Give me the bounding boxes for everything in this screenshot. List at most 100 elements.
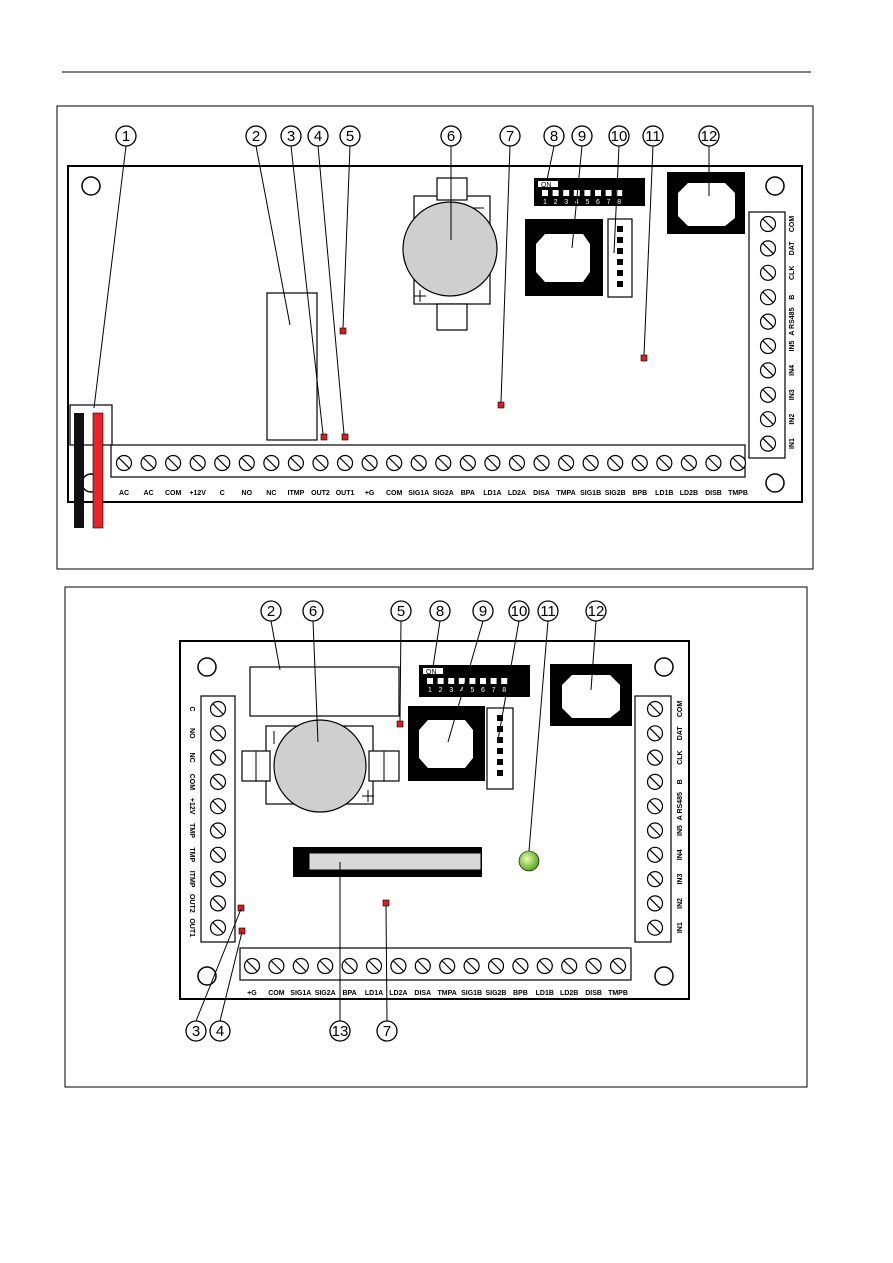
terminal-label: TMP [188,847,195,862]
callout-number: 7 [383,1023,391,1040]
screw-slot [388,457,400,469]
callout-number: 4 [314,128,322,145]
mounting-hole [765,473,785,493]
dip-toggle[interactable] [563,190,570,196]
screw-slot [762,438,774,450]
terminal-label: SIG1B [580,490,601,497]
dip-toggle[interactable] [458,678,465,684]
leader-line [290,145,324,435]
dip-toggle[interactable] [616,190,623,196]
screw-slot [265,457,277,469]
terminal-label: TMPA [556,490,575,497]
led-4 [341,433,349,441]
screw-slot [216,457,228,469]
dip-toggle[interactable] [490,678,497,684]
dip-number: 2 [439,687,443,694]
dip-number: 2 [554,199,558,206]
rj-connector-9 [525,219,603,296]
terminal-label: CLK [789,266,796,280]
dip-toggle[interactable] [448,678,455,684]
leader-line [643,145,654,356]
screw-slot [315,457,326,469]
dip-number: 4 [460,687,464,694]
screw-slot [212,752,224,764]
callout-circle [508,600,530,622]
screw-slot [762,218,774,230]
terminal-label: +G [247,990,257,997]
header-pin [497,715,503,721]
terminal-label: IN4 [677,849,684,860]
callout-number: 2 [252,128,260,145]
leader-line [528,620,549,852]
terminal-label: AC [119,490,129,497]
led-3 [237,904,245,912]
dip-toggle[interactable] [427,678,433,684]
callout-circle [185,1020,207,1042]
screw-slot [319,960,331,972]
dip-toggle[interactable] [542,190,548,196]
screw-slot [212,776,224,788]
rj-connector-12 [667,172,745,234]
dip-toggle[interactable] [605,190,612,196]
callout-circle [260,600,282,622]
callout-circle [585,600,607,622]
callout-number: 3 [287,128,295,145]
dip-number: 1 [543,199,547,206]
dip-toggle[interactable] [501,678,508,684]
leader-line [613,145,620,254]
screw-slot [364,457,376,469]
terminal-label: IN2 [789,414,796,425]
dip-toggle[interactable] [437,678,444,684]
terminal-label: DAT [789,241,796,256]
battery-clip [436,303,468,331]
dip-toggle[interactable] [552,190,559,196]
terminal-label: LD1A [483,490,501,497]
led-11-green [518,850,540,872]
screw-slot [539,960,551,972]
screw-slot [392,960,404,972]
dip-number: 7 [492,687,496,694]
screw-slot [732,457,744,469]
screw-slot [417,960,429,972]
terminal-label: DISB [585,990,602,997]
terminal-label: LD2A [389,990,407,997]
callout-number: 12 [588,603,605,620]
leader-line [270,620,281,671]
callout-number: 2 [267,603,275,620]
dip-toggle[interactable] [595,190,601,196]
terminal-label: LD1B [655,490,673,497]
screw-slot [514,960,526,972]
dip-toggle[interactable] [469,678,476,684]
led-7 [382,899,390,907]
terminal-label: NO [188,728,195,739]
led-5 [396,720,404,728]
header-pin [617,281,623,287]
callout-number: 11 [540,603,556,620]
terminal-label: IN4 [789,365,796,376]
backup-battery [402,201,498,297]
relay [249,666,400,717]
callout-circle [429,600,451,622]
terminal-label: OUT2 [188,894,195,913]
callout-circle [499,125,521,147]
callout-number: 1 [122,128,130,145]
terminal-label: TMPB [728,490,748,497]
terminal-label: COM [165,490,182,497]
screw-slot [241,457,253,469]
dip-number: 6 [481,687,485,694]
dip-toggle[interactable] [584,190,591,196]
callout-circle [642,125,664,147]
screw-slot [762,364,774,376]
dip-toggle[interactable] [480,678,486,684]
callout-circle [209,1020,231,1042]
terminal-label: NO [242,490,253,497]
callout-number: 6 [309,603,317,620]
header-pin [497,748,503,754]
leader-line [312,620,319,743]
dip-toggle[interactable] [573,190,580,196]
led-11 [640,354,648,362]
screw-slot [212,825,224,836]
screw-slot [212,703,224,715]
